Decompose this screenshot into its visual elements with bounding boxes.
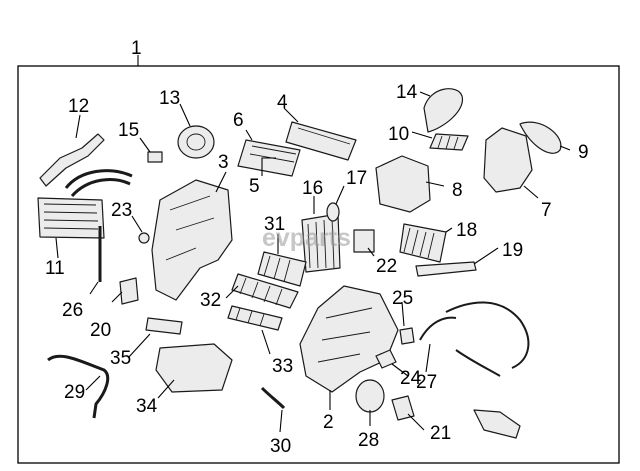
callout-5: 5 (249, 176, 260, 197)
callout-3: 3 (218, 152, 229, 173)
duct-piece (473, 409, 521, 439)
callout-32: 32 (200, 290, 221, 311)
part-31-door (257, 251, 307, 287)
part-17-o-ring (326, 202, 340, 222)
callout-21: 21 (430, 423, 451, 444)
callout-30: 30 (270, 436, 291, 457)
part-4-cabin-filter (285, 121, 357, 161)
part-3-blower-case (151, 179, 233, 301)
callout-34: 34 (136, 396, 158, 417)
leader-lines (55, 91, 571, 433)
callout-10: 10 (388, 124, 409, 145)
callout-24: 24 (400, 368, 422, 389)
part-16-evaporator (301, 213, 341, 273)
callout-17: 17 (346, 168, 367, 189)
part-22-actuator (353, 229, 375, 253)
callout-20: 20 (90, 320, 111, 341)
part-34-drain-pan (155, 343, 233, 393)
part-18-filter-element (399, 223, 447, 263)
callout-23: 23 (111, 200, 132, 221)
part-7-duct (483, 127, 533, 193)
callout-18: 18 (456, 220, 477, 241)
part-29-drain-hose (47, 354, 110, 419)
diagram-frame (17, 65, 620, 464)
heater-pipes (64, 169, 133, 198)
callout-11: 11 (45, 258, 65, 279)
part-24-clip (375, 349, 397, 369)
callout-8: 8 (452, 180, 463, 201)
callout-29: 29 (64, 382, 85, 403)
part-23-fastener (138, 232, 150, 244)
part-10-grille (429, 133, 469, 151)
part-15-clip (147, 151, 163, 163)
callout-13: 13 (159, 88, 180, 109)
callout-19: 19 (502, 240, 523, 261)
callout-4: 4 (277, 92, 288, 113)
part-25-sensor (399, 327, 415, 345)
part-14-seal (423, 88, 463, 133)
part-2-main-case (299, 285, 399, 393)
callout-7: 7 (541, 200, 552, 221)
callout-33: 33 (272, 356, 293, 377)
callout-26: 26 (62, 300, 83, 321)
part-20-bracket (119, 277, 139, 305)
callout-2: 2 (323, 412, 334, 433)
part-30-bracket (260, 386, 286, 410)
callout-9: 9 (578, 142, 589, 163)
callout-31: 31 (264, 214, 285, 235)
part-19-link-rod (415, 261, 477, 277)
part-11-heater-core (37, 197, 105, 239)
callout-25: 25 (392, 288, 413, 309)
callout-1: 1 (131, 38, 142, 59)
part-27-wiring-harness (419, 301, 530, 377)
part-35-bracket (145, 317, 183, 335)
part-28-motor (355, 379, 385, 413)
callout-35: 35 (110, 348, 131, 369)
part-9-gasket (519, 121, 562, 154)
part-8-case-upper (375, 155, 431, 213)
part-33-screen (227, 305, 283, 331)
callout-labels: 1 2 3 4 5 6 7 8 9 10 11 12 13 14 15 16 1… (45, 38, 589, 457)
watermark-logo: evparts (262, 224, 351, 252)
callout-22: 22 (376, 256, 397, 277)
callout-6: 6 (233, 110, 244, 131)
callout-12: 12 (68, 96, 89, 117)
part-12-pipe-bracket (39, 133, 105, 187)
part-13-blower-motor (177, 125, 215, 159)
callout-28: 28 (358, 430, 379, 451)
callout-14: 14 (396, 82, 418, 103)
callout-16: 16 (302, 178, 323, 199)
callout-15: 15 (118, 120, 139, 141)
callout-27: 27 (416, 372, 437, 393)
part-32-screen (231, 273, 299, 309)
